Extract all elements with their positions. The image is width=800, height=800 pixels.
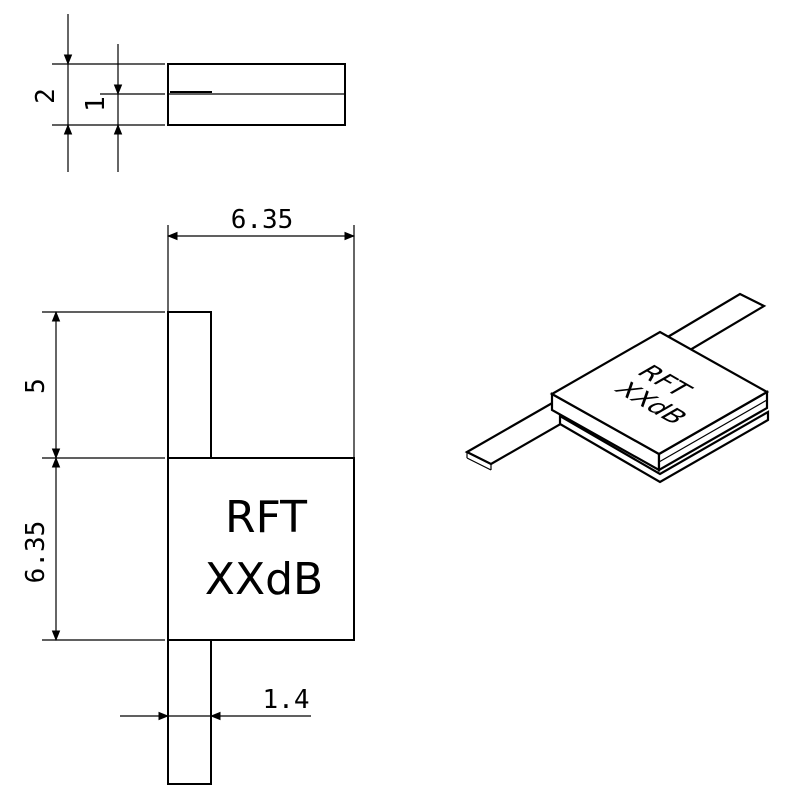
dim-label-tab-width: 1.4 <box>263 685 310 715</box>
top-view: RFT XXdB 6.35 5 6.35 1.4 <box>21 205 356 785</box>
package-body <box>167 457 355 641</box>
marking-line-1: RFT <box>225 492 307 543</box>
iso-block-layer-line <box>658 399 768 463</box>
dim-label-width: 6.35 <box>231 205 294 235</box>
lower-tab <box>167 639 212 785</box>
dim-label-1: 1 <box>81 96 111 112</box>
dim-label-2: 2 <box>31 88 61 104</box>
iso-tab-front-edge2 <box>466 457 492 471</box>
iso-block-top <box>549 330 770 456</box>
upper-tab <box>167 311 212 459</box>
iso-tab-back <box>663 292 767 352</box>
dim-label-body-height: 6.35 <box>21 521 51 584</box>
isometric-view: RFT XXdB <box>464 292 770 484</box>
dim-label-tab-length: 5 <box>21 378 51 394</box>
side-view: 2 1 <box>31 14 346 172</box>
iso-base-side <box>558 410 770 484</box>
marking-line-2: XXdB <box>205 554 323 605</box>
